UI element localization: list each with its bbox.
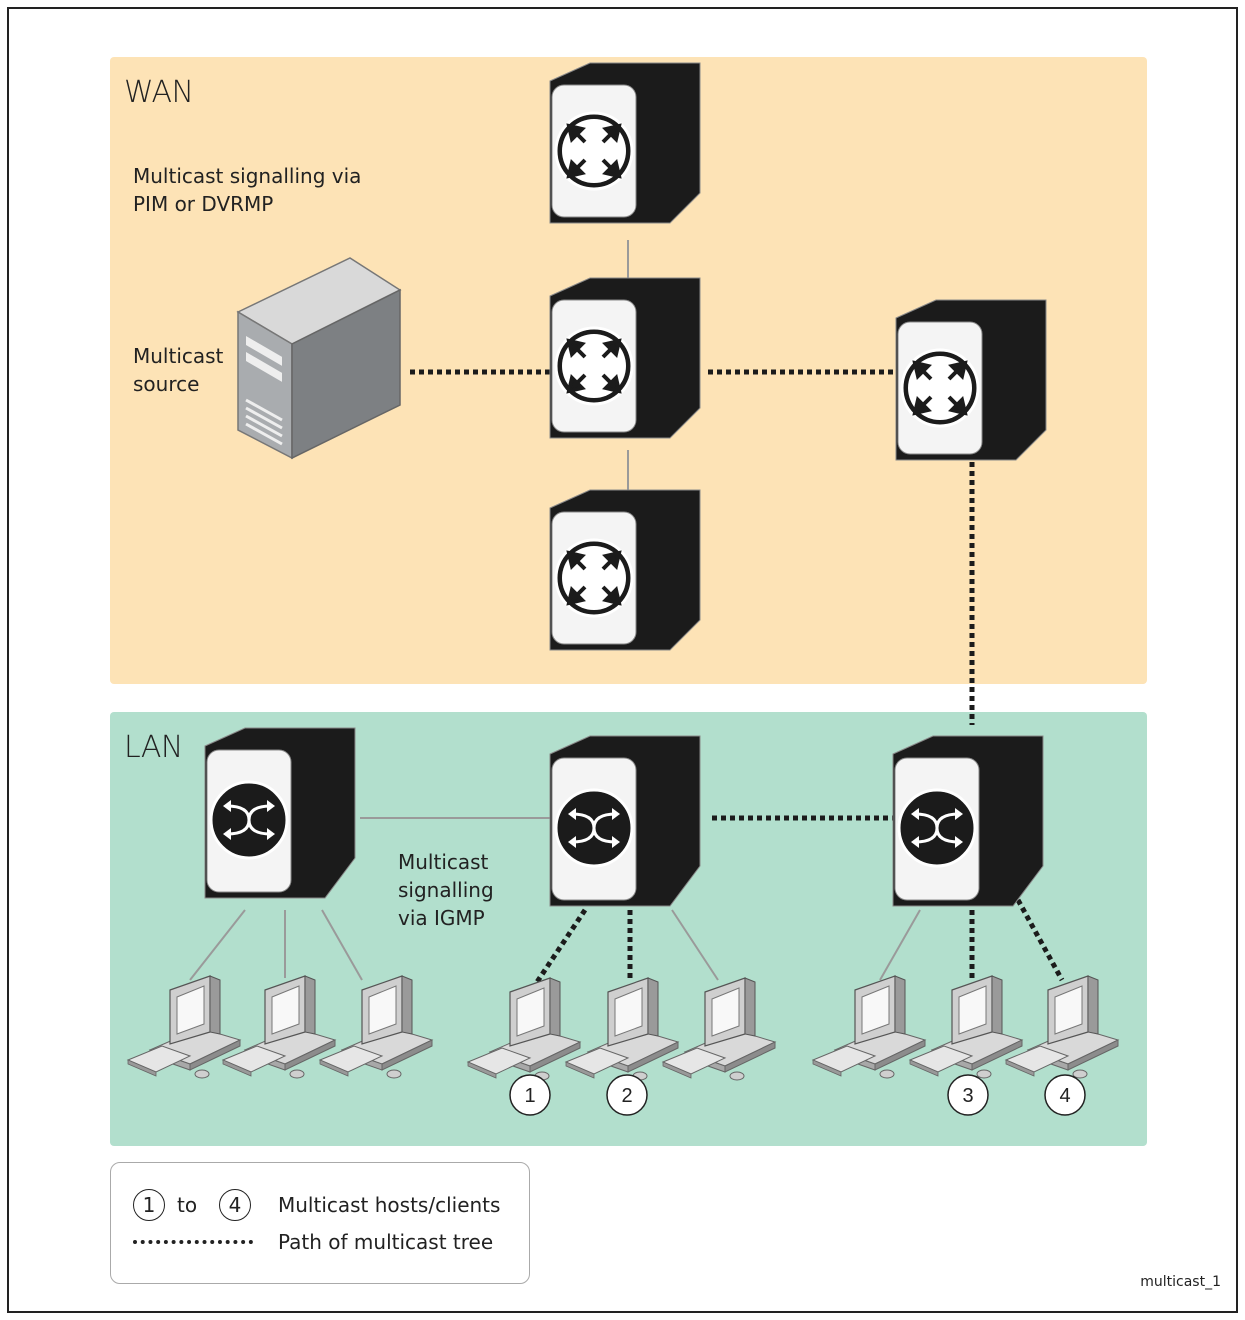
pc-5 xyxy=(565,977,679,1081)
pc-group-left xyxy=(127,975,433,1079)
host-badge-2: 2 xyxy=(606,1074,648,1116)
host-badge-1: 1 xyxy=(509,1074,551,1116)
router-wan-top xyxy=(549,62,701,224)
legend-path-sample xyxy=(133,1240,253,1244)
wan-signalling-line-2: PIM or DVRMP xyxy=(133,192,274,216)
host-badge-3: 3 xyxy=(947,1074,989,1116)
host-badge-4: 4 xyxy=(1044,1074,1086,1116)
wan-signalling-line-1: Multicast signalling via xyxy=(133,164,362,188)
wan-signalling-text: Multicast signalling via PIM or DVRMP xyxy=(133,162,361,218)
multicast-tree-path xyxy=(410,369,1065,987)
lan-signalling-line-3: via IGMP xyxy=(398,906,485,930)
lan-signalling-text: Multicast signalling via IGMP xyxy=(398,848,494,932)
pc-group-right xyxy=(812,975,1119,1079)
legend-hosts-label: Multicast hosts/clients xyxy=(278,1193,501,1217)
switch-lan-left xyxy=(204,727,356,899)
legend-from-circle: 1 xyxy=(133,1189,165,1221)
legend: 1 to 4 Multicast hosts/clients Path of m… xyxy=(110,1162,530,1284)
pc-6 xyxy=(662,977,776,1081)
router-wan-right xyxy=(895,299,1047,461)
host-badges: 1 2 3 4 xyxy=(509,1074,1086,1116)
host-badge-4-text: 4 xyxy=(1059,1085,1070,1107)
multicast-source-server xyxy=(236,257,402,460)
pc-group-middle xyxy=(467,977,776,1081)
lan-signalling-line-1: Multicast xyxy=(398,850,489,874)
router-wan-bottom xyxy=(549,489,701,651)
solid-links xyxy=(189,240,921,981)
pc-7 xyxy=(812,975,926,1079)
source-label-line-1: Multicast xyxy=(133,344,224,368)
pc-8 xyxy=(909,975,1023,1079)
legend-to-circle: 4 xyxy=(219,1189,251,1221)
legend-to-word: to xyxy=(177,1193,198,1217)
pc-2 xyxy=(222,975,336,1079)
router-wan-center xyxy=(549,277,701,439)
host-badge-1-text: 1 xyxy=(524,1085,535,1107)
server-vents xyxy=(245,398,283,446)
host-badge-3-text: 3 xyxy=(962,1085,973,1107)
pc-9 xyxy=(1005,975,1119,1079)
switch-lan-middle xyxy=(549,735,701,907)
figure-id: multicast_1 xyxy=(1140,1274,1221,1290)
wan-label: WAN xyxy=(124,75,194,110)
pc-4 xyxy=(467,977,581,1081)
multicast-source-label: Multicast source xyxy=(133,342,223,398)
host-badge-2-text: 2 xyxy=(621,1085,632,1107)
lan-signalling-line-2: signalling xyxy=(398,878,494,902)
switch-lan-right xyxy=(892,735,1044,907)
pc-3 xyxy=(319,975,433,1079)
source-label-line-2: source xyxy=(133,372,200,396)
lan-label: LAN xyxy=(124,730,183,765)
legend-path-label: Path of multicast tree xyxy=(278,1230,494,1254)
